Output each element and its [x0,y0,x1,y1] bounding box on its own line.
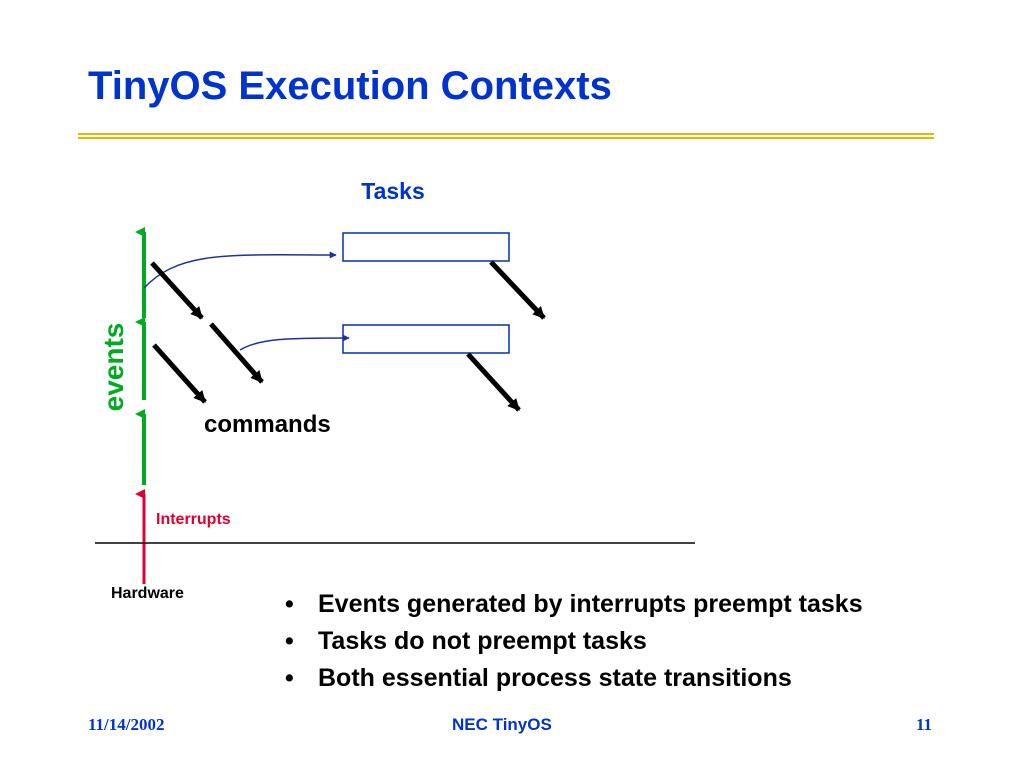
title-rule-bottom [78,137,934,139]
bullet-item: • Events generated by interrupts preempt … [285,586,863,623]
tasks-label: Tasks [361,178,425,204]
title-rule-top [78,133,934,135]
footer-title: NEC TinyOS [452,715,552,734]
post-task-curve-1 [143,251,337,289]
bullet-marker: • [285,627,294,655]
events-label: events [98,323,129,412]
hardware-label: Hardware [111,585,184,602]
command-arrow-3 [152,343,207,404]
bullet-text: Tasks do not preempt tasks [318,627,647,655]
command-arrow-5 [466,352,521,412]
bullet-item: • Tasks do not preempt tasks [285,623,863,660]
slide-title: TinyOS Execution Contexts [88,64,612,108]
commands-label: commands [204,411,331,438]
bullet-marker: • [285,590,294,618]
command-arrow-1 [150,261,204,320]
bullet-text: Both essential process state transitions [318,664,792,692]
task-box-2 [342,324,510,354]
command-arrow-2 [209,322,264,384]
interrupts-label: Interrupts [156,511,231,528]
bullet-list: • Events generated by interrupts preempt … [285,586,863,697]
post-task-curve-2 [239,334,350,351]
footer-date: 11/14/2002 [88,715,165,734]
bullet-text: Events generated by interrupts preempt t… [318,590,863,618]
command-arrow-4 [489,260,546,320]
task-box-1 [342,232,510,262]
bullet-marker: • [285,664,294,692]
footer-page-number: 11 [916,715,933,734]
bullet-item: • Both essential process state transition… [285,660,863,697]
